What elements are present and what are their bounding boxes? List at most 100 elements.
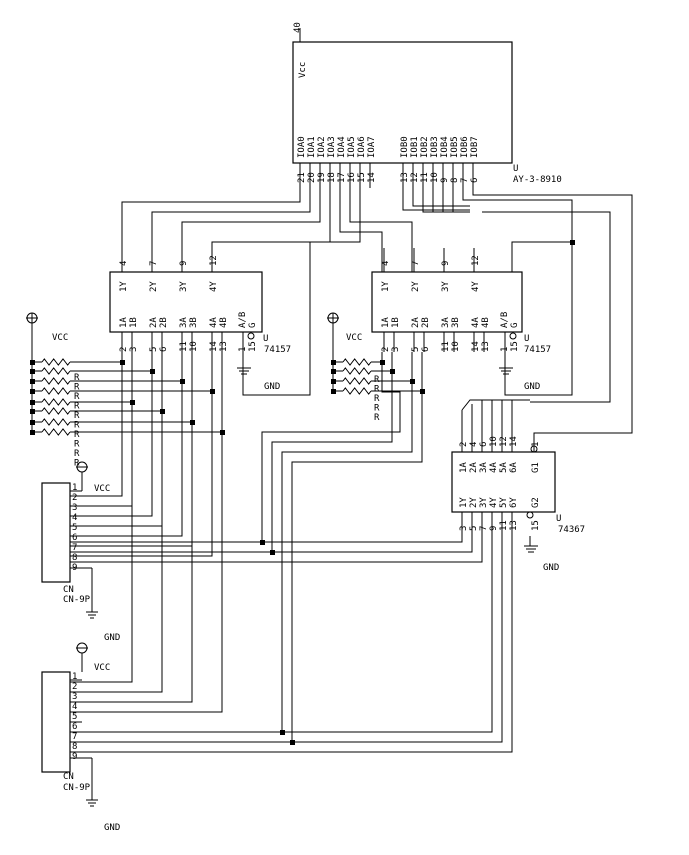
rnet1-vcc-label: VCC xyxy=(52,333,68,343)
mux2-y3-number: 12 xyxy=(471,255,481,266)
buf-g2-number: 15 xyxy=(531,520,541,531)
mux1-in4-number: 11 xyxy=(179,341,189,352)
ay-vcc-label: Vcc xyxy=(298,62,308,78)
rnet2-r-label: R xyxy=(374,413,380,423)
mux2-pins: 41Y72Y93Y124Y1A21B32A52B63A113B104A144B1… xyxy=(381,248,520,352)
buf-a5-number: 14 xyxy=(509,436,519,447)
mux2-in4-label: 3A xyxy=(441,317,451,328)
rnet2-resistor xyxy=(342,358,372,366)
mux2-y3-label: 4Y xyxy=(471,281,481,292)
cn1-pin-8: 8 xyxy=(72,553,77,563)
cn2-name: CN xyxy=(63,772,74,782)
ay-pin-a4-number: 17 xyxy=(337,172,347,183)
mux2-in3-number: 6 xyxy=(421,347,431,352)
ay-pin-b6-number: 7 xyxy=(460,178,470,183)
rnet1-r-label: R xyxy=(74,373,80,383)
rnet1-r-label: R xyxy=(74,411,80,421)
mux2-in5-number: 10 xyxy=(451,341,461,352)
cn2-pin-8: 8 xyxy=(72,742,77,752)
mux1-in1-label: 1B xyxy=(129,317,139,328)
mux1-y3-number: 12 xyxy=(209,255,219,266)
buf-a2-label: 3A xyxy=(479,462,489,473)
cn2-pin-5: 5 xyxy=(72,712,77,722)
ay-pin-b7-number: 6 xyxy=(470,178,480,183)
buf-a5-label: 6A xyxy=(509,462,519,473)
buf-a1-label: 2A xyxy=(469,462,479,473)
mux2-y0-number: 4 xyxy=(381,261,391,266)
cn2-vcc-label: VCC xyxy=(94,663,110,673)
mux1-in4-label: 3A xyxy=(179,317,189,328)
cn2-gnd-label: GND xyxy=(104,823,120,833)
ay-pin-a5-number: 16 xyxy=(347,172,357,183)
ay-pin-a2-number: 19 xyxy=(317,172,327,183)
mux1-in0-number: 2 xyxy=(119,347,129,352)
ay-port-a: IOA021IOA120IOA219IOA318IOA417IOA516IOA6… xyxy=(297,136,377,188)
buf-a0-number: 2 xyxy=(459,442,469,447)
rnet2-r-label: R xyxy=(374,404,380,414)
mux2-in4-number: 11 xyxy=(441,341,451,352)
mux1-in0-label: 1A xyxy=(119,317,129,328)
mux2-in6-number: 14 xyxy=(471,341,481,352)
mux2-gnd-label: GND xyxy=(524,382,540,392)
mux1-in5-number: 10 xyxy=(189,341,199,352)
cn1-pin-3: 3 xyxy=(72,503,77,513)
mux1-in7-number: 13 xyxy=(219,341,229,352)
rnet1-vcc-junction xyxy=(30,430,35,435)
ay-pin-b5-number: 8 xyxy=(450,178,460,183)
buf-y5-label: 6Y xyxy=(509,497,519,508)
rnet1-r-label: R xyxy=(74,440,80,450)
mux1-part-name: 74157 xyxy=(264,345,291,355)
buf-a1-number: 4 xyxy=(469,442,479,447)
ay-pin-b4-number: 9 xyxy=(440,178,450,183)
rnet1-vcc-junction xyxy=(30,409,35,414)
mux1-y2-label: 3Y xyxy=(179,281,189,292)
cn1-pin-2: 2 xyxy=(72,493,77,503)
buf-y1-number: 5 xyxy=(469,526,479,531)
ay-pin-b3-label: IOB3 xyxy=(430,136,440,158)
mux2-in0-label: 1A xyxy=(381,317,391,328)
rnet1-resistor xyxy=(41,398,71,406)
cn1-pin-7: 7 xyxy=(72,543,77,553)
rnet2-vcc-junction xyxy=(331,360,336,365)
mux1-in1-number: 3 xyxy=(129,347,139,352)
cn2-pin-3: 3 xyxy=(72,692,77,702)
rnet1-vcc-junction xyxy=(30,400,35,405)
ay-pin-a3-number: 18 xyxy=(327,172,337,183)
cn2-pin-9: 9 xyxy=(72,752,77,762)
ay-pin-a0-label: IOA0 xyxy=(297,136,307,158)
buf-g1-label: G1 xyxy=(531,462,541,473)
mux1-in6-label: 4A xyxy=(209,317,219,328)
buf-g1-number: 1 xyxy=(531,442,541,447)
mux2-in2-label: 2A xyxy=(411,317,421,328)
rnet2-vcc-junction xyxy=(331,379,336,384)
cn1-name: CN xyxy=(63,585,74,595)
mux1-in2-label: 2A xyxy=(149,317,159,328)
ay-ref: U xyxy=(513,164,518,174)
mux2-in1-number: 3 xyxy=(391,347,401,352)
ay-pin-b6-label: IOB6 xyxy=(460,136,470,158)
buffer-part-name: 74367 xyxy=(558,525,585,535)
mux1-ref: U xyxy=(263,334,268,344)
rnet1-r-label: R xyxy=(74,383,80,393)
mux2-in7-number: 13 xyxy=(481,341,491,352)
mux1-in9-number: 15 xyxy=(248,341,258,352)
rnet2-resistor xyxy=(342,367,372,375)
rnet1-r-label: R xyxy=(74,402,80,412)
cn1-pin-9: 9 xyxy=(72,563,77,573)
mux2-y0-label: 1Y xyxy=(381,281,391,292)
ay-pin-b3-number: 10 xyxy=(430,172,440,183)
rnet1-vcc-junction xyxy=(30,379,35,384)
ay-pin-a3-label: IOA3 xyxy=(327,136,337,158)
wiring xyxy=(70,188,633,753)
mux1-y3-label: 4Y xyxy=(209,281,219,292)
rnet1-resistor xyxy=(41,387,71,395)
ay-pin-a2-label: IOA2 xyxy=(317,136,327,158)
cn2-pin-1: 1 xyxy=(72,672,77,682)
buf-a3-number: 10 xyxy=(489,436,499,447)
cn1-pin-5: 5 xyxy=(72,523,77,533)
ay-pin-b7-label: IOB7 xyxy=(470,136,480,158)
buf-g2-label: G2 xyxy=(531,497,541,508)
